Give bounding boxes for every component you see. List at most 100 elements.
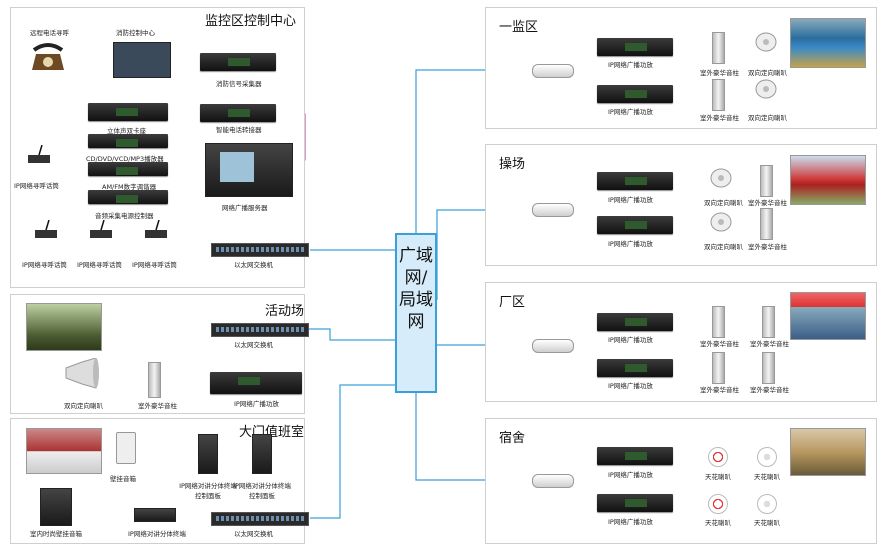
fire-control-center bbox=[113, 42, 171, 78]
intercom2-label: IP网络对讲分体终端控制面板 bbox=[233, 482, 291, 500]
zone-dev-label: 天花喇叭 bbox=[754, 519, 780, 527]
column-speaker-icon bbox=[712, 306, 725, 338]
broadcast-amplifier bbox=[597, 359, 673, 377]
broadcast-amplifier bbox=[597, 38, 673, 56]
column-speaker-icon bbox=[762, 306, 775, 338]
zone-photo bbox=[790, 155, 866, 205]
paging-microphone bbox=[88, 219, 114, 240]
ceiling-speaker-icon bbox=[708, 447, 728, 467]
router bbox=[532, 474, 574, 488]
wan-lan-hub: 广域网/局域网 bbox=[395, 233, 437, 393]
zone-dev-label: 天花喇叭 bbox=[705, 473, 731, 481]
zone-dev-label: 室外豪华音柱 bbox=[700, 386, 739, 394]
broadcast-amplifier bbox=[597, 494, 673, 512]
gate-photo bbox=[26, 428, 102, 474]
broadcast-server bbox=[205, 143, 293, 197]
zone-dev-label: 双向定向喇叭 bbox=[748, 69, 787, 77]
panel-title: 活动场 bbox=[265, 304, 305, 319]
tuner-label: AM/FM数字调谐器 bbox=[102, 183, 157, 191]
column-speaker-icon bbox=[760, 165, 773, 197]
ceiling-speaker-icon bbox=[708, 494, 728, 514]
intercom-terminal bbox=[134, 508, 176, 522]
ceiling-speaker-icon bbox=[757, 494, 777, 514]
paging-microphone bbox=[33, 219, 59, 240]
zone-dev-label: 室外豪华音柱 bbox=[700, 114, 739, 122]
zone-dev-label: 室外豪华音柱 bbox=[748, 199, 787, 207]
broadcast-amplifier bbox=[597, 447, 673, 465]
zone-amp-label: IP网络广播功放 bbox=[608, 61, 653, 69]
zone-photo bbox=[790, 18, 866, 68]
ethernet-switch bbox=[211, 323, 309, 337]
broadcast-amplifier bbox=[597, 313, 673, 331]
intercom-panel bbox=[198, 434, 218, 474]
switch-label: 以太网交换机 bbox=[234, 261, 273, 269]
activity-column-label: 室外豪华音柱 bbox=[138, 402, 177, 410]
zone-dev-label: 双向定向喇叭 bbox=[748, 114, 787, 122]
server-label: 网络广播服务器 bbox=[222, 204, 268, 212]
broadcast-amplifier bbox=[210, 372, 302, 394]
mic1-label: IP网络寻呼话筒 bbox=[22, 261, 67, 269]
router bbox=[532, 64, 574, 78]
terminal-label: IP网络对讲分体终端 bbox=[128, 530, 186, 538]
zone-amp-label: IP网络广播功放 bbox=[608, 240, 653, 248]
horn-speaker-icon bbox=[755, 79, 777, 99]
column-speaker-icon bbox=[760, 208, 773, 240]
panel-title: 监控区控制中心 bbox=[205, 14, 297, 29]
zone-dev-label: 室外豪华音柱 bbox=[748, 243, 787, 251]
zone-dev-label: 双向定向喇叭 bbox=[704, 199, 743, 207]
zone-dev-label: 室外豪华音柱 bbox=[700, 340, 739, 348]
zone-amp-label: IP网络广播功放 bbox=[608, 336, 653, 344]
activity-switch-label: 以太网交换机 bbox=[234, 341, 273, 349]
mic3-label: IP网络寻呼话筒 bbox=[132, 261, 177, 269]
ethernet-switch bbox=[211, 243, 309, 257]
intercom-panel bbox=[252, 434, 272, 474]
horn-speaker-icon bbox=[755, 32, 777, 52]
telephone-icon bbox=[28, 40, 68, 76]
mic2-label: IP网络寻呼话筒 bbox=[77, 261, 122, 269]
zone-amp-label: IP网络广播功放 bbox=[608, 471, 653, 479]
zone-title: 宿舍 bbox=[499, 431, 526, 446]
column-speaker-icon bbox=[712, 79, 725, 111]
wan-label: 广域网/局域网 bbox=[399, 246, 433, 332]
horn-speaker-icon bbox=[62, 357, 100, 390]
wall-speaker-label: 壁挂音箱 bbox=[110, 475, 136, 483]
zone-dev-label: 室外豪华音柱 bbox=[700, 69, 739, 77]
column-speaker-icon bbox=[762, 352, 775, 384]
paging-microphone bbox=[143, 219, 169, 240]
tuner bbox=[88, 162, 168, 176]
zone-photo bbox=[790, 428, 866, 476]
zone-dev-label: 天花喇叭 bbox=[754, 473, 780, 481]
zone-title: 操场 bbox=[499, 157, 526, 172]
source-controller-label: 音频采集电源控制器 bbox=[95, 212, 154, 220]
indoor-speaker bbox=[40, 488, 72, 526]
mic-main-label: IP网络寻呼话筒 bbox=[14, 182, 59, 190]
column-speaker-icon bbox=[148, 362, 161, 398]
phone-relay-label: 智能电话转接器 bbox=[216, 126, 262, 134]
broadcast-amplifier bbox=[597, 216, 673, 234]
zone-amp-label: IP网络广播功放 bbox=[608, 518, 653, 526]
tape-deck-label: 立体声双卡座 bbox=[107, 127, 146, 135]
intercom1-label: IP网络对讲分体终端控制面板 bbox=[179, 482, 237, 500]
fire-collector-label: 消防信号采集器 bbox=[216, 80, 262, 88]
source-controller bbox=[88, 190, 168, 204]
cd-player bbox=[88, 134, 168, 148]
tape-deck bbox=[88, 103, 168, 121]
indoor-speaker-label: 室内时尚壁挂音箱 bbox=[30, 530, 82, 538]
cd-player-label: CD/DVD/VCD/MP3播放器 bbox=[86, 155, 164, 163]
wall-speaker-icon bbox=[116, 432, 136, 464]
zone-amp-label: IP网络广播功放 bbox=[608, 382, 653, 390]
zone-amp-label: IP网络广播功放 bbox=[608, 108, 653, 116]
column-speaker-icon bbox=[712, 352, 725, 384]
horn-speaker-icon bbox=[710, 212, 732, 232]
router bbox=[532, 203, 574, 217]
zone-amp-label: IP网络广播功放 bbox=[608, 196, 653, 204]
zone-photo bbox=[790, 292, 866, 340]
gate-switch-label: 以太网交换机 bbox=[234, 530, 273, 538]
ethernet-switch bbox=[211, 512, 309, 526]
broadcast-amplifier bbox=[597, 172, 673, 190]
zone-dev-label: 室外豪华音柱 bbox=[750, 340, 789, 348]
activity-amp-label: IP网络广播功放 bbox=[234, 400, 279, 408]
ceiling-speaker-icon bbox=[757, 447, 777, 467]
activity-photo bbox=[26, 303, 102, 351]
zone-title: 一监区 bbox=[499, 20, 539, 35]
